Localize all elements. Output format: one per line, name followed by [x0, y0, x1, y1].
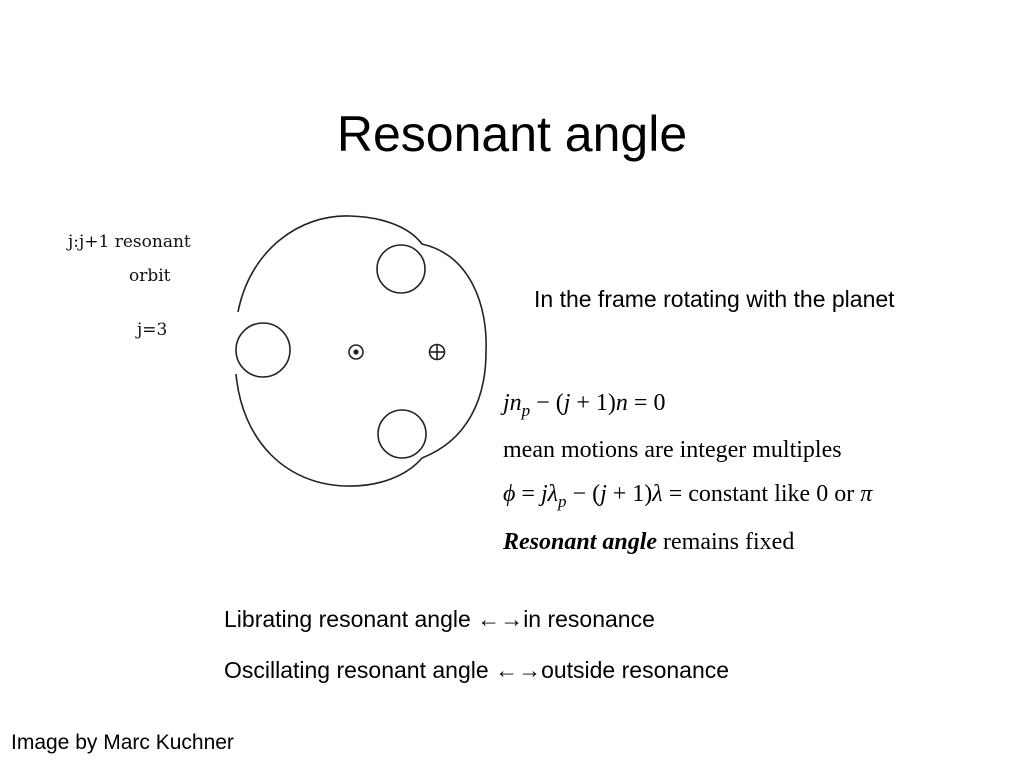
orbit-path [235, 215, 487, 487]
librating-label: Librating resonant angle [224, 606, 478, 632]
eq1-j2: j [563, 390, 571, 416]
eq2-lambda: λ [547, 481, 559, 507]
eq2-pi: π [860, 481, 873, 507]
mean-motions-text: mean motions are integer multiples [503, 437, 842, 463]
orbit-loop-top [376, 244, 426, 294]
slide-title: Resonant angle [336, 106, 688, 162]
resonant-angle-statement: Resonant angle remains fixed [503, 529, 794, 556]
eq1-minus: − ( [530, 390, 564, 416]
resonant-orbit-figure [235, 215, 487, 487]
remains-fixed-text: remains fixed [657, 529, 795, 555]
double-arrow-icon: ←→ [477, 606, 524, 632]
eq2-j: j [540, 481, 548, 507]
eq2-equals: = [515, 481, 541, 507]
sun-symbol-dot [353, 349, 359, 355]
equation-resonant-angle: ϕ = jλp − (j + 1)λ = constant like 0 or … [503, 481, 873, 511]
resonant-angle-bold: Resonant angle [503, 529, 658, 555]
eq1-n2: n [615, 390, 628, 416]
equation-mean-motion: jnp − (j + 1)n = 0 [503, 390, 666, 420]
double-arrow-icon: ←→ [495, 657, 542, 683]
figure-label-orbit: orbit [129, 266, 171, 286]
eq1-equals-zero: = 0 [627, 390, 666, 416]
eq1-sub-p: p [521, 401, 531, 420]
sun-symbol-icon [348, 344, 364, 360]
image-credit: Image by Marc Kuchner [11, 731, 234, 754]
eq2-phi: ϕ [503, 481, 516, 507]
oscillating-result: outside resonance [541, 657, 730, 683]
eq1-j: j [503, 390, 510, 416]
librating-result: in resonance [523, 606, 655, 632]
eq2-lambda2: λ [652, 481, 663, 507]
rotating-frame-note: In the frame rotating with the planet [534, 286, 895, 312]
eq2-minus: − ( [566, 481, 601, 507]
librating-line: Librating resonant angle ←→in resonance [224, 604, 655, 634]
eq2-tail: = constant like 0 or [662, 481, 861, 507]
figure-label-j: j=3 [137, 320, 168, 340]
eq1-n: n [509, 390, 522, 416]
oscillating-line: Oscillating resonant angle ←→outside res… [224, 655, 729, 685]
oscillating-label: Oscillating resonant angle [224, 657, 496, 683]
eq2-plus: + 1) [606, 481, 653, 507]
orbit-loop-left [235, 322, 291, 378]
eq1-plus: + 1) [570, 390, 616, 416]
orbit-loop-bottom [377, 409, 427, 459]
eq2-sub-p: p [558, 492, 567, 511]
figure-label-resonant: j:j+1 resonant [68, 232, 191, 252]
eq2-j2: j [600, 481, 607, 507]
